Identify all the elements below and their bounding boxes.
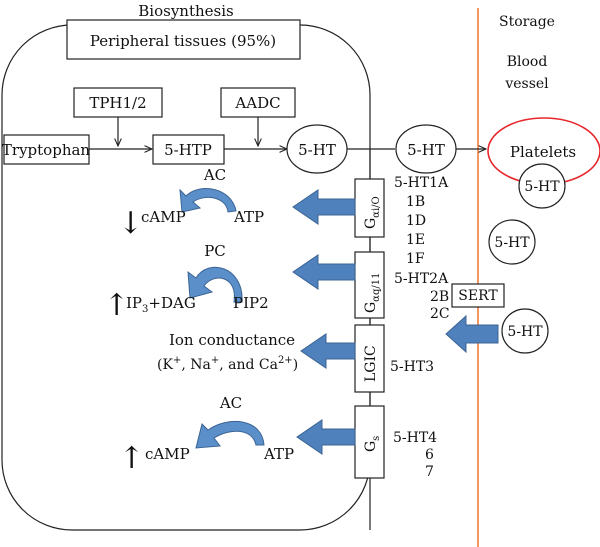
ion-conductance-title: Ion conductance	[169, 331, 295, 349]
tryptophan-box	[3, 134, 90, 165]
peripheral-tissues-label: Peripheral tissues (95%)	[90, 32, 276, 50]
atp-label-1: ATP	[233, 208, 264, 226]
ac-curve-2	[195, 420, 265, 449]
sert-label: SERT	[458, 288, 498, 304]
ht4-label: 5-HT4	[393, 430, 437, 446]
tryptophan-label: Tryptophan	[2, 141, 91, 159]
pc-label: PC	[204, 242, 226, 260]
sert-uptake-arrow	[445, 314, 499, 354]
ac-curve-1	[179, 188, 237, 213]
gs-receptor-label: Gs	[363, 436, 382, 452]
camp-label-2: cAMP	[145, 445, 190, 463]
up-arrow-2: ↑	[119, 441, 144, 476]
pip2-label: PIP2	[233, 294, 269, 312]
ht3-label: 5-HT3	[390, 359, 434, 375]
peripheral-tissues-box	[66, 19, 301, 60]
ht1e-label: 1E	[406, 232, 425, 248]
ht1a-label: 5-HT1A	[394, 175, 449, 191]
ht1b-label: 1B	[406, 194, 425, 210]
ht-free-circle	[488, 219, 536, 265]
gq-receptor-label: Gαq/11	[363, 273, 382, 313]
ac-label-2: AC	[219, 394, 242, 412]
blood-vessel-label-2: vessel	[504, 76, 549, 92]
aadc-box	[220, 87, 296, 118]
ht-sert-label: 5-HT	[507, 324, 543, 340]
lgic-signal-arrow	[300, 333, 356, 369]
ht2b-label: 2B	[430, 289, 449, 305]
gs-signal-arrow	[296, 419, 356, 455]
lgic-receptor-label: LGIC	[363, 345, 379, 382]
down-arrow-1: ↓	[118, 206, 143, 241]
gq-signal-arrow	[292, 254, 356, 290]
ht1d-label: 1D	[406, 213, 426, 229]
gi-receptor-label: Gαi/O	[363, 196, 382, 229]
ip3-dag-label: IP3+DAG	[126, 294, 196, 315]
storage-label: Storage	[499, 14, 555, 30]
tph-box	[73, 87, 163, 118]
blood-vessel-label-1: Blood	[507, 54, 548, 70]
tph-label: TPH1/2	[89, 94, 146, 112]
ht2c-label: 2C	[430, 306, 450, 322]
up-arrow-1: ↑	[104, 288, 129, 323]
gq-receptor-box	[354, 251, 385, 319]
ac-label-1: AC	[203, 166, 226, 184]
htp-label: 5-HTP	[164, 141, 212, 159]
ht6-label: 6	[425, 447, 434, 463]
ht-cell-label: 5-HT	[298, 141, 336, 159]
camp-label-1: cAMP	[141, 208, 186, 226]
ht1f-label: 1F	[406, 251, 425, 267]
ht-platelet-circle	[518, 163, 566, 209]
pc-curve	[187, 266, 243, 303]
ht-sert-circle	[501, 308, 549, 354]
aadc-label: AADC	[234, 94, 280, 112]
platelets-label: Platelets	[510, 143, 576, 161]
ion-conductance-list: (K+, Na+, and Ca2+)	[157, 355, 298, 373]
gi-signal-arrow	[292, 189, 356, 225]
gi-receptor-box	[354, 178, 385, 238]
atp-label-2: ATP	[263, 445, 294, 463]
sert-box	[451, 283, 505, 308]
ht-out-label: 5-HT	[407, 141, 445, 159]
ht2a-label: 5-HT2A	[394, 271, 449, 287]
gs-receptor-box	[354, 405, 385, 479]
ht7-label: 7	[425, 464, 434, 480]
biosynthesis-label: Biosynthesis	[138, 2, 233, 20]
ht-free-label: 5-HT	[494, 235, 530, 251]
ht-platelet-label: 5-HT	[524, 179, 560, 195]
